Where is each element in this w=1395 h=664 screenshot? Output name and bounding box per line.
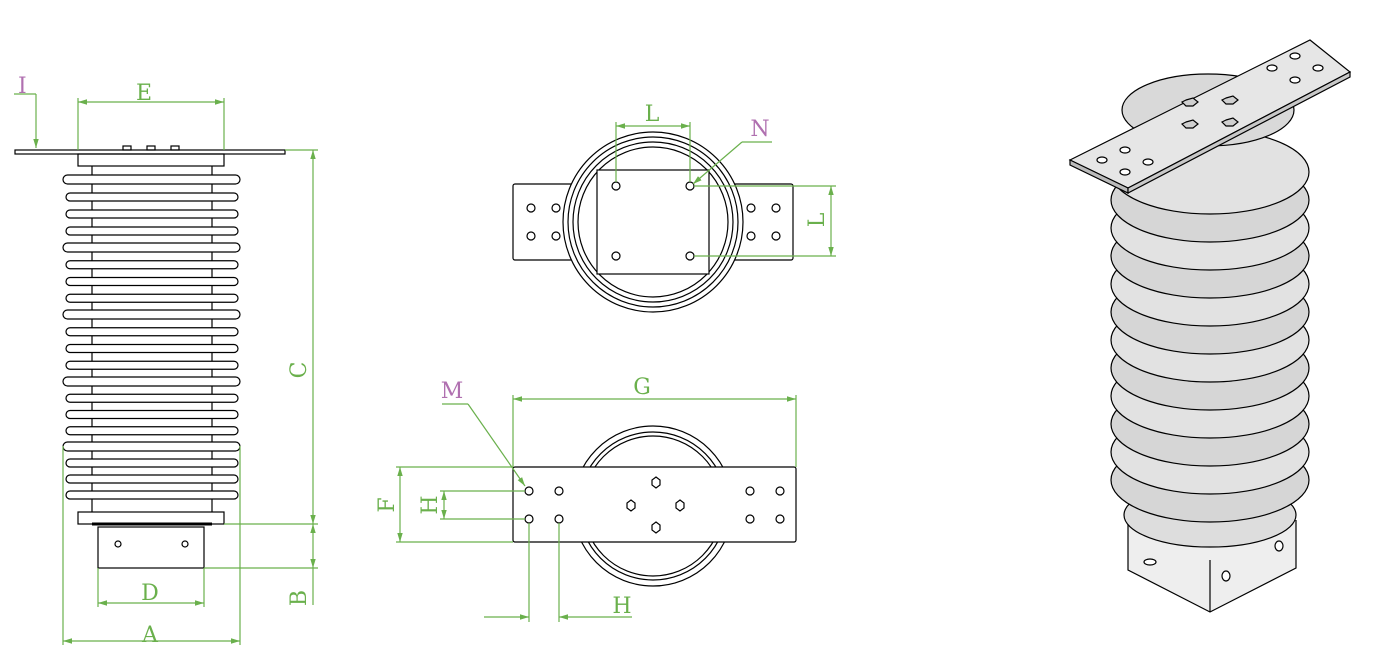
shed-small xyxy=(65,393,239,403)
label-m: M xyxy=(441,379,464,404)
label-h-bottom: H xyxy=(612,594,631,619)
bottom-view xyxy=(512,425,797,587)
label-h-vertical: H xyxy=(418,495,443,514)
shed-large xyxy=(62,441,241,452)
shed-small xyxy=(65,426,239,436)
shed-small xyxy=(65,343,239,354)
shed-small xyxy=(65,490,239,500)
plate-hole xyxy=(745,486,755,496)
shed-stack xyxy=(62,174,241,500)
shed-small xyxy=(65,458,239,468)
hex-bolt xyxy=(626,499,636,512)
plate-hole xyxy=(745,514,755,524)
bracket-hole xyxy=(526,203,536,213)
iso-shed-stack xyxy=(1110,129,1310,523)
bracket-hole xyxy=(771,231,781,241)
label-l-top: L xyxy=(645,102,660,127)
leader-m xyxy=(467,403,526,487)
disc-ring xyxy=(577,146,729,298)
label-b: B xyxy=(287,590,312,606)
bolt-head xyxy=(170,145,180,151)
front-view-labels: I E C B D A xyxy=(18,74,312,648)
plate-hole xyxy=(775,514,785,524)
bracket-hole xyxy=(526,231,536,241)
shed-small xyxy=(65,192,239,202)
plate-hole xyxy=(554,486,564,496)
top-view-labels: L L N xyxy=(645,102,830,227)
bolt-head xyxy=(146,145,156,151)
bolt-head xyxy=(122,145,132,151)
shed-small xyxy=(65,327,239,337)
shed-large xyxy=(62,242,241,253)
label-l-side: L xyxy=(805,212,830,227)
front-view xyxy=(14,145,286,569)
bottom-view-labels: G M F H H xyxy=(375,375,651,619)
base-bracket xyxy=(97,526,205,569)
label-n: N xyxy=(750,117,769,142)
shed-small xyxy=(65,360,239,370)
plate-hole xyxy=(611,251,621,261)
bracket-hole xyxy=(551,203,561,213)
label-c: C xyxy=(287,362,312,379)
shed-large xyxy=(62,376,241,387)
hex-bolt xyxy=(651,476,661,489)
shed-small xyxy=(65,260,239,270)
front-view-dimensions xyxy=(14,93,318,645)
shed-large xyxy=(62,309,241,320)
label-g: G xyxy=(633,375,651,400)
bracket-hole xyxy=(746,231,756,241)
top-plate-rect xyxy=(512,466,797,543)
iso-hex-bolts xyxy=(1180,95,1239,129)
disc-ring xyxy=(567,136,739,308)
top-plate xyxy=(14,149,286,155)
leader-n xyxy=(692,141,743,185)
top-flange xyxy=(77,153,225,167)
bottom-flange xyxy=(77,511,225,525)
hex-bolt xyxy=(651,521,661,534)
bracket-hole xyxy=(181,540,189,548)
hex-bolt xyxy=(675,499,685,512)
label-d: D xyxy=(141,581,159,606)
bracket-hole xyxy=(551,231,561,241)
shed-small xyxy=(65,209,239,219)
bracket-hole xyxy=(771,203,781,213)
bracket-hole xyxy=(114,540,122,548)
label-f: F xyxy=(375,497,400,512)
bottom-view-dimensions xyxy=(396,395,797,622)
shed-small xyxy=(65,276,239,287)
bracket-hole xyxy=(746,203,756,213)
shed-small xyxy=(65,293,239,303)
shed-small xyxy=(65,226,239,236)
label-e: E xyxy=(136,81,152,106)
label-a: A xyxy=(141,623,159,648)
shed-small xyxy=(65,474,239,484)
shed-large xyxy=(62,174,241,185)
top-view-dimensions xyxy=(615,122,836,257)
shed-small xyxy=(65,409,239,420)
top-plate-square xyxy=(596,169,710,275)
label-i: I xyxy=(18,74,27,99)
top-view xyxy=(512,131,794,313)
disc-ring xyxy=(572,141,734,303)
isometric-view xyxy=(1068,39,1352,613)
plate-hole xyxy=(775,486,785,496)
